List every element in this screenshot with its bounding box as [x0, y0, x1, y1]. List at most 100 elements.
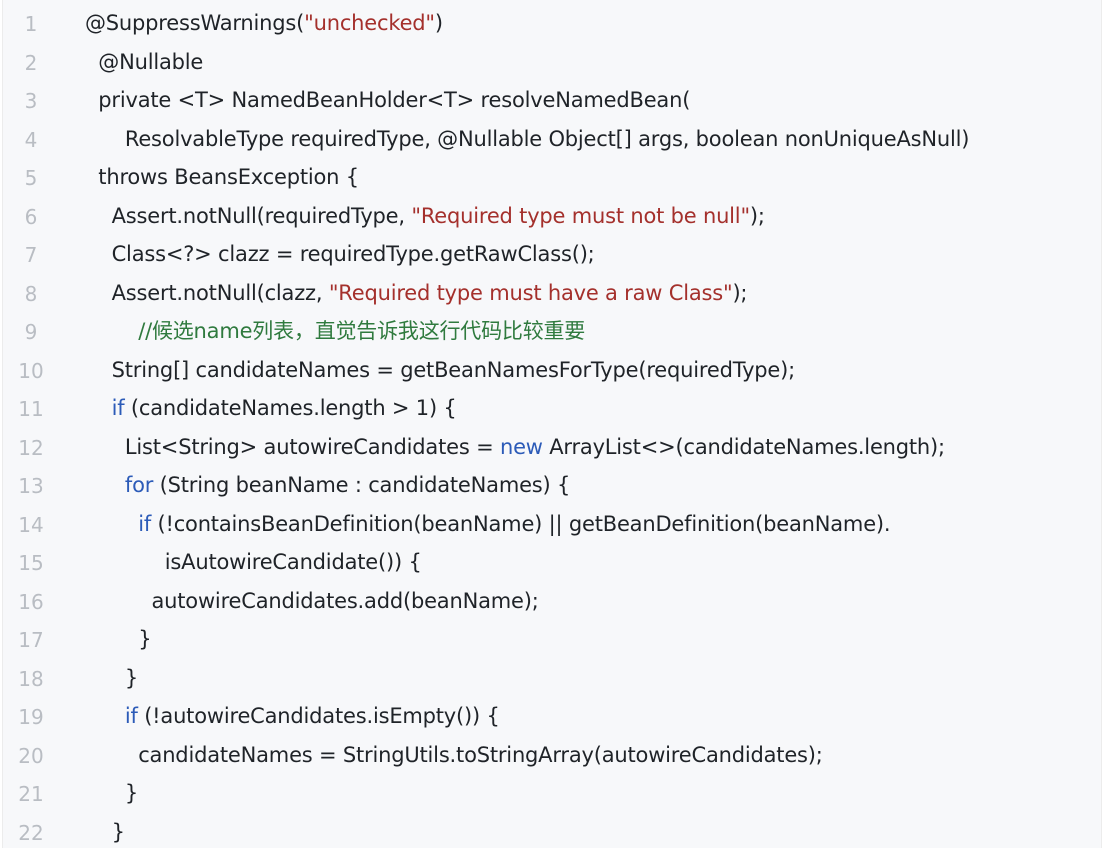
code-token-default: (String beanName : candidateNames) { [153, 473, 571, 497]
code-line: 17} [3, 618, 1101, 656]
code-text: @Nullable [98, 47, 203, 77]
code-token-default: Assert.notNull(clazz, [111, 280, 329, 305]
code-token-keyword: for [124, 473, 154, 497]
code-text: } [125, 663, 138, 693]
code-line: 18} [3, 657, 1101, 695]
code-token-keyword: if [138, 511, 152, 536]
line-number: 6 [24, 204, 38, 229]
code-text: Class<?> clazz = requiredType.getRawClas… [112, 239, 595, 269]
code-token-string: "Required type must not be null" [411, 203, 750, 228]
code-token-default: isAutowireCandidate()) { [164, 550, 422, 574]
code-line: 11 if (candidateNames.length > 1) { [3, 387, 1101, 425]
code-text: } [112, 817, 125, 847]
code-line: 12 List<String> autowireCandidates = new … [3, 426, 1101, 464]
code-line: 5 throws BeansException { [3, 156, 1101, 194]
code-line: 7 Class<?> clazz = requiredType.getRawCla… [3, 233, 1101, 271]
line-number: 1 [24, 12, 38, 36]
code-text: throws BeansException { [98, 162, 359, 192]
line-number: 2 [24, 50, 38, 75]
code-text: } [125, 778, 138, 808]
code-token-default: ); [749, 203, 765, 228]
code-text: ResolvableType requiredType, @Nullable O… [124, 124, 970, 154]
code-line: 21} [3, 772, 1101, 810]
code-token-keyword: if [111, 396, 125, 420]
code-line: 15 isAutowireCandidate()) { [3, 541, 1101, 579]
code-line: 6 Assert.notNull(requiredType, "Required … [3, 195, 1101, 233]
code-line: 13 for (String beanName : candidateNames)… [3, 464, 1101, 502]
code-token-default: } [124, 665, 139, 690]
code-token-default: (candidateNames.length > 1) { [124, 396, 457, 420]
code-token-default: String[] candidateNames = getBeanNamesFo… [111, 357, 796, 382]
code-line: 14 if (!containsBeanDefinition(beanName) … [3, 503, 1101, 541]
code-token-default: Assert.notNull(requiredType, [111, 203, 412, 228]
code-text: } [138, 624, 151, 654]
code-text: @SuppressWarnings("unchecked") [85, 8, 443, 38]
line-number: 10 [18, 358, 44, 383]
code-text: if (!containsBeanDefinition(beanName) ||… [138, 509, 890, 539]
code-token-string: "unchecked" [304, 11, 435, 35]
code-line: 16 autowireCandidates.add(beanName); [3, 580, 1101, 618]
line-number: 8 [24, 281, 38, 306]
code-text: isAutowireCandidate()) { [165, 547, 422, 577]
code-token-string: "Required type must have a raw Class" [328, 280, 733, 305]
line-number: 20 [18, 743, 44, 768]
code-line: 10 String[] candidateNames = getBeanNames… [3, 349, 1101, 387]
line-number: 15 [18, 551, 44, 575]
line-number: 22 [18, 820, 44, 845]
code-line: 20 candidateNames = StringUtils.toStringA… [3, 734, 1101, 772]
code-line: 4 ResolvableType requiredType, @Nullable … [3, 118, 1101, 156]
code-text: autowireCandidates.add(beanName); [152, 586, 539, 616]
code-text: private <T> NamedBeanHolder<T> resolveNa… [98, 85, 690, 115]
code-token-default: autowireCandidates.add(beanName); [151, 588, 539, 613]
code-token-default: ) [434, 11, 443, 35]
code-text: if (!autowireCandidates.isEmpty()) { [125, 701, 500, 731]
code-text: Assert.notNull(clazz, "Required type mus… [112, 278, 748, 308]
code-text: Assert.notNull(requiredType, "Required t… [112, 201, 765, 231]
code-token-default: ); [732, 280, 748, 305]
code-line: 19 if (!autowireCandidates.isEmpty()) { [3, 695, 1101, 733]
code-token-comment: //候选name列表，直觉告诉我这行代码比较重要 [138, 319, 586, 343]
line-number: 12 [18, 435, 44, 460]
code-token-default: ResolvableType requiredType, @Nullable O… [124, 126, 970, 151]
line-number: 13 [18, 474, 44, 498]
code-token-default: Class<?> clazz = requiredType.getRawClas… [111, 242, 595, 266]
code-token-default: @SuppressWarnings( [85, 11, 305, 35]
line-number: 18 [18, 666, 44, 691]
code-token-default: private <T> NamedBeanHolder<T> resolveNa… [98, 88, 691, 112]
code-token-default: throws BeansException { [98, 165, 359, 189]
code-token-default: (!containsBeanDefinition(beanName) || ge… [151, 511, 891, 536]
code-line: 22} [3, 811, 1101, 848]
code-token-default: candidateNames = StringUtils.toStringArr… [138, 742, 823, 767]
line-number: 16 [18, 589, 44, 614]
code-token-keyword: new [499, 434, 543, 459]
line-number: 21 [18, 782, 44, 806]
code-token-default: } [124, 781, 139, 805]
code-text: //候选name列表，直觉告诉我这行代码比较重要 [138, 316, 585, 346]
code-line: 3 private <T> NamedBeanHolder<T> resolveN… [3, 79, 1101, 117]
line-number: 17 [18, 628, 44, 652]
code-token-default: ArrayList<>(candidateNames.length); [542, 434, 945, 459]
code-line: 2 @Nullable [3, 41, 1101, 79]
code-token-default: (!autowireCandidates.isEmpty()) { [137, 704, 500, 728]
code-token-default: } [111, 819, 125, 844]
code-token-default: List<String> autowireCandidates = [124, 434, 500, 459]
code-token-keyword: if [124, 704, 138, 728]
line-number: 3 [24, 89, 38, 113]
line-number: 19 [18, 705, 44, 729]
line-number: 11 [18, 397, 44, 421]
line-number: 5 [24, 166, 38, 190]
code-line: 8 Assert.notNull(clazz, "Required type mu… [3, 272, 1101, 310]
line-number: 9 [24, 320, 38, 344]
code-text: List<String> autowireCandidates = new Ar… [125, 432, 945, 462]
code-text: if (candidateNames.length > 1) { [112, 393, 457, 423]
code-text: String[] candidateNames = getBeanNamesFo… [111, 355, 796, 385]
line-number: 4 [24, 127, 38, 152]
line-number: 14 [18, 512, 44, 537]
code-token-default: @Nullable [98, 49, 204, 74]
code-line: 1 @SuppressWarnings("unchecked") [3, 2, 1101, 40]
code-line: 9 //候选name列表，直觉告诉我这行代码比较重要 [3, 310, 1101, 348]
code-text: for (String beanName : candidateNames) { [125, 470, 570, 500]
code-text: candidateNames = StringUtils.toStringArr… [138, 740, 823, 770]
line-number: 7 [24, 243, 38, 267]
